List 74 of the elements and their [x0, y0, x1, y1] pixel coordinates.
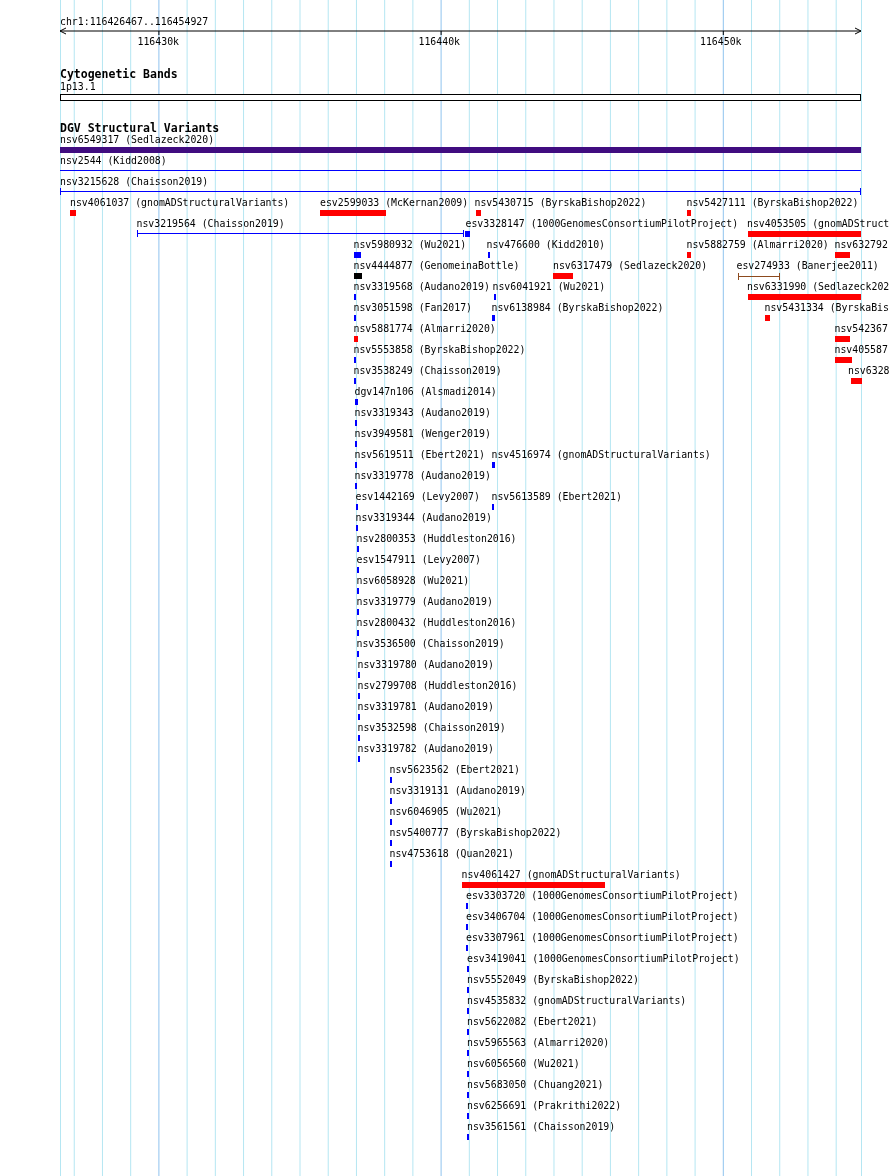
variant-label: nsv4061427 (gnomADStructuralVariants): [461, 868, 681, 880]
variant-label: nsv6549317 (Sedlazeck2020): [60, 133, 215, 145]
variant-label: nsv5881774 (Almarri2020): [353, 322, 496, 334]
variant-label: esv1547911 (Levy2007): [356, 553, 481, 565]
variant-label: nsv5980932 (Wu2021): [353, 238, 467, 250]
variant-label: nsv3319780 (Audano2019): [357, 658, 494, 670]
tick-label: 116450k: [700, 35, 742, 47]
variant-label: nsv3949581 (Wenger2019): [354, 427, 491, 439]
variant-label: nsv6058928 (Wu2021): [356, 574, 470, 586]
band-label: 1p13.1: [60, 81, 96, 92]
variant-label: nsv3532598 (Chaisson2019): [357, 721, 506, 733]
variant-label: nsv6041921 (Wu2021): [492, 280, 606, 292]
track-heading: DGV Structural Variants: [60, 121, 220, 135]
variant-label: esv1442169 (Levy2007): [355, 490, 480, 502]
tick-label: 116430k: [137, 35, 179, 47]
variant-label: esv3419041 (1000GenomesConsortiumPilotProject): [467, 952, 740, 964]
variant-label: nsv5683050 (Chuang2021): [467, 1078, 604, 1090]
variant-label: nsv5619511 (Ebert2021): [354, 448, 485, 460]
variant-label: nsv5553858 (ByrskaBishop2022): [353, 343, 526, 355]
variant-label: nsv632792: [834, 238, 888, 250]
variant-label: nsv4535832 (gnomADStructuralVariants): [467, 994, 687, 1006]
variant-label: nsv6138984 (ByrskaBishop2022): [491, 301, 664, 313]
variant-label: nsv3536500 (Chaisson2019): [356, 637, 505, 649]
variant-label: nsv476600 (Kidd2010): [486, 238, 606, 250]
variant-label: nsv3319778 (Audano2019): [354, 469, 491, 481]
variant-label: nsv3319344 (Audano2019): [355, 511, 492, 523]
variant-label: nsv3319343 (Audano2019): [354, 406, 491, 418]
variant-label: nsv3561561 (Chaisson2019): [467, 1120, 616, 1132]
variant-label: nsv405587: [834, 343, 888, 355]
variant-label: nsv3051598 (Fan2017): [353, 301, 473, 313]
variant-label: nsv4061037 (gnomADStructuralVariants): [70, 196, 290, 208]
variant-label: nsv2800432 (Huddleston2016): [356, 616, 517, 628]
variant-label: esv3307961 (1000GenomesConsortiumPilotProject): [466, 931, 739, 943]
variant-label: esv3303720 (1000GenomesConsortiumPilotProject): [466, 889, 739, 901]
variant-label: nsv6328: [848, 364, 890, 376]
variant-label: nsv3319131 (Audano2019): [389, 784, 526, 796]
variant-label: nsv3538249 (Chaisson2019): [353, 364, 502, 376]
variant-label: nsv5882759 (Almarri2020): [686, 238, 829, 250]
variant-label: esv274933 (Banerjee2011): [736, 259, 879, 271]
variant-label: nsv3319779 (Audano2019): [356, 595, 493, 607]
variant-label: nsv4753618 (Quan2021): [389, 847, 514, 859]
variant-label: nsv4444877 (GenomeinaBottle): [353, 259, 520, 271]
variant-label: nsv4053505 (gnomADStruct: [747, 217, 890, 229]
variant-label: nsv5400777 (ByrskaBishop2022): [389, 826, 562, 838]
track-heading: Cytogenetic Bands: [60, 67, 178, 81]
variant-label: nsv5552049 (ByrskaBishop2022): [467, 973, 639, 985]
variant-label: nsv3319781 (Audano2019): [357, 700, 494, 712]
variant-label: nsv6256691 (Prakrithi2022): [467, 1099, 622, 1111]
variant-label: nsv2800353 (Huddleston2016): [356, 532, 517, 544]
variant-label: nsv5431334 (ByrskaBis: [764, 301, 889, 313]
variant-label: nsv3319782 (Audano2019): [357, 742, 494, 754]
variant-label: nsv542367: [834, 322, 888, 334]
variant-label: nsv5623562 (Ebert2021): [389, 763, 520, 775]
variant-label: nsv5965563 (Almarri2020): [467, 1036, 610, 1048]
tick-label: 116440k: [418, 35, 460, 47]
variant-label: nsv3215628 (Chaisson2019): [60, 175, 209, 187]
variant-label: esv3406704 (1000GenomesConsortiumPilotProject): [466, 910, 739, 922]
variant-label: nsv6317479 (Sedlazeck2020): [553, 259, 708, 271]
variant-label: nsv6331990 (Sedlazeck202: [747, 280, 890, 292]
variant-label: nsv5430715 (ByrskaBishop2022): [474, 196, 647, 208]
variant-label: nsv5622082 (Ebert2021): [467, 1015, 598, 1027]
variant-label: esv3328147 (1000GenomesConsortiumPilotProject): [465, 217, 739, 229]
variant-label: nsv6056560 (Wu2021): [467, 1057, 580, 1069]
variant-label: nsv6046905 (Wu2021): [389, 805, 503, 817]
variant-label: nsv3219564 (Chaisson2019): [136, 217, 285, 229]
variant-label: nsv3319568 (Audano2019): [353, 280, 490, 292]
variant-label: nsv2544 (Kidd2008): [60, 154, 167, 166]
variant-label: dgv147n106 (Alsmadi2014): [354, 385, 497, 397]
variant-label: esv2599033 (McKernan2009): [320, 196, 469, 208]
variant-label: nsv2799708 (Huddleston2016): [357, 679, 518, 691]
variant-label: nsv4516974 (gnomADStructuralVariants): [491, 448, 711, 460]
variant-label: nsv5427111 (ByrskaBishop2022): [686, 196, 859, 208]
coordinate-range-label: chr1:116426467..116454927: [60, 15, 209, 27]
variant-label: nsv5613589 (Ebert2021): [491, 490, 622, 502]
